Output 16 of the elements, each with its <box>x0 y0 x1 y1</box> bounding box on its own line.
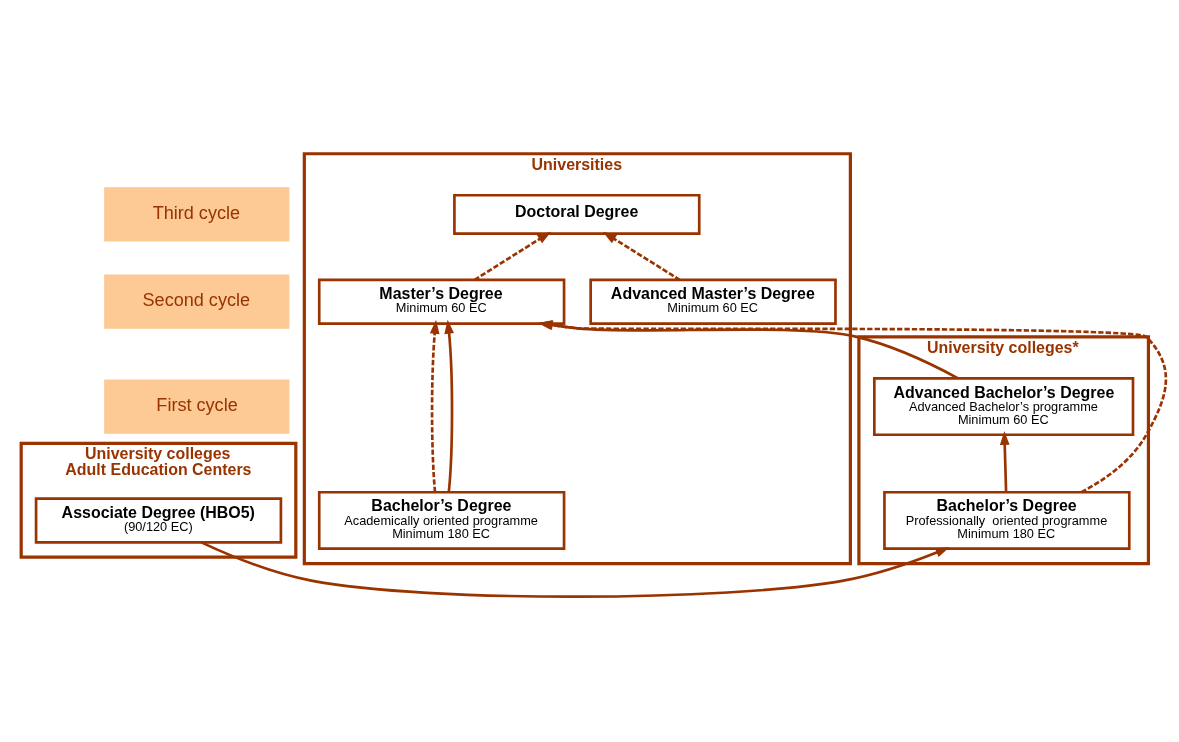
node-box: Advanced Bachelor’s Degree Advanced Bachelor’s programme Minimum 60 EC <box>873 377 1135 437</box>
node-box: Associate Degree (HBO5) (90/120 EC) <box>34 497 283 544</box>
arrow <box>999 431 1010 493</box>
arrow <box>474 231 552 281</box>
node-box: Advanced Master’s Degree Minimum 60 EC <box>589 278 837 325</box>
arrow <box>444 319 454 493</box>
node-box: Second cycle <box>104 274 290 329</box>
node-box: Third cycle <box>104 187 290 242</box>
arrow <box>429 319 440 493</box>
node-box: First cycle <box>104 379 290 434</box>
arrow <box>602 231 681 281</box>
arrow <box>200 541 950 598</box>
node-box: Master’s Degree Minimum 60 EC <box>317 278 566 325</box>
node-box: Doctoral Degree <box>453 193 701 235</box>
node-box: Bachelor’s Degree Academically oriented programme Minimum 180 EC <box>317 490 566 550</box>
node-box: Bachelor’s Degree Professionally oriented programme Minimum 180 EC <box>883 490 1131 550</box>
